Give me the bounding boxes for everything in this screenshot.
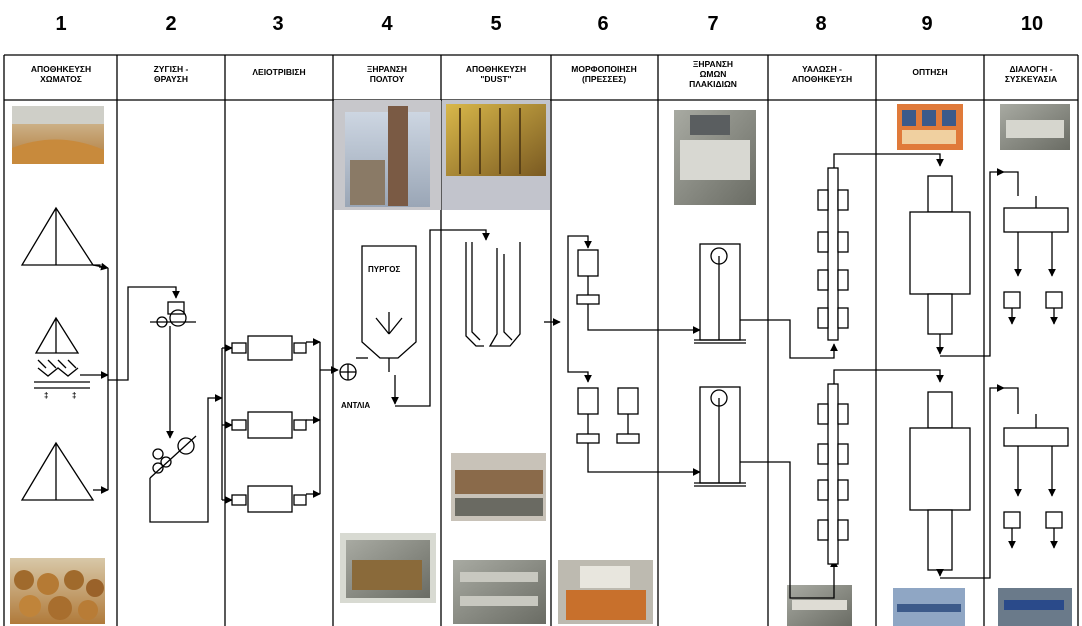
photo-glazing-line — [787, 585, 852, 626]
spray-nozzle-icon — [375, 312, 403, 335]
sorting-packaging — [1003, 171, 1069, 549]
photo-spray-dryer — [334, 100, 441, 210]
pump-label: ΑΝΤΛΙΑ — [341, 401, 370, 410]
photo-dryer-machine — [674, 110, 756, 205]
svg-text:‡: ‡ — [72, 391, 76, 400]
dust-silos — [465, 242, 561, 347]
tower-label: ΠΥΡΓΟΣ — [368, 265, 400, 274]
ball-mill-2 — [222, 411, 321, 439]
vertical-dryers — [694, 243, 838, 599]
ball-mill-3 — [222, 485, 321, 513]
kiln-1 — [909, 175, 971, 355]
stage-header-8: ΥΑΛΩΣΗ -ΑΠΟΘΗΚΕΥΣΗ — [792, 64, 852, 84]
weighing-crushing-symbols — [149, 301, 223, 523]
photo-packaging — [998, 588, 1072, 626]
ball-mills — [221, 335, 339, 513]
kilns — [909, 168, 1005, 579]
stage-number-9: 9 — [921, 13, 932, 35]
stage-header-6: ΜΟΡΦΟΠΟΙΗΣΗ(ΠΡΕΣΣΕΣ) — [571, 64, 636, 84]
stage-header-5: ΑΠΟΘΗΚΕΥΣΗ"DUST" — [466, 64, 526, 84]
stage-numbers: 1 2 3 4 5 6 7 8 9 10 — [55, 13, 1043, 35]
photo-clay-storage-bottom — [10, 558, 105, 624]
stage-number-6: 6 — [597, 13, 608, 35]
svg-text:‡: ‡ — [44, 391, 48, 400]
silo-1 — [465, 242, 484, 347]
glazing-line-1 — [817, 167, 849, 341]
tower-body — [361, 245, 417, 359]
presses — [567, 235, 701, 476]
photos — [10, 100, 1072, 626]
press-1 — [577, 249, 599, 277]
photo-dust-conveyor-1 — [451, 453, 546, 521]
kiln-2 — [909, 391, 971, 577]
stage-number-8: 8 — [815, 13, 826, 35]
photo-kiln-panel — [897, 104, 963, 150]
stage-header-3: ΛΕΙΟΤΡΙΒΙΣΗ — [252, 67, 305, 77]
photo-dust-silos — [442, 100, 550, 210]
table-frame — [3, 54, 1079, 626]
photo-mill-machine — [340, 533, 436, 603]
stage-header-9: ΟΠΤΗΣΗ — [912, 67, 947, 77]
stage-number-3: 3 — [272, 13, 283, 35]
stage-number-7: 7 — [707, 13, 718, 35]
stage-number-5: 5 — [490, 13, 501, 35]
ball-mill-1 — [222, 335, 321, 361]
spray-dryer: ΠΥΡΓΟΣ ΑΝΤΛΙΑ — [339, 229, 490, 410]
stage-header-2: ΖΥΓΙΣΗ -ΘΡΑΥΣΗ — [154, 64, 189, 84]
photo-clay-storage-top — [12, 106, 104, 164]
photo-press — [558, 560, 653, 624]
photo-kiln-line — [893, 588, 965, 626]
stage-number-10: 10 — [1021, 13, 1043, 35]
dryer-2 — [694, 386, 746, 487]
crusher-icon — [149, 435, 197, 479]
stage-number-1: 1 — [55, 13, 66, 35]
sorting-line-1 — [1003, 171, 1069, 325]
feeder-icon: ‡ ‡ — [34, 359, 90, 400]
stage-number-2: 2 — [165, 13, 176, 35]
silo-2 — [488, 242, 521, 347]
press-2 — [577, 387, 599, 415]
stage-header-10: ΔΙΑΛΟΓΗ -ΣΥΣΚΕΥΑΣΙΑ — [1005, 64, 1057, 84]
stage-number-4: 4 — [381, 13, 393, 35]
glazing-lines — [817, 153, 944, 565]
photo-dust-conveyor-2 — [453, 560, 546, 624]
glazing-line-2 — [817, 383, 849, 565]
clay-storage-symbols: ‡ ‡ — [20, 206, 180, 501]
sorting-line-2 — [1003, 387, 1069, 549]
dryer-1 — [694, 243, 746, 344]
press-3 — [617, 387, 639, 415]
photo-sorting-top — [1000, 104, 1070, 150]
weigh-belt-icon — [150, 301, 196, 328]
